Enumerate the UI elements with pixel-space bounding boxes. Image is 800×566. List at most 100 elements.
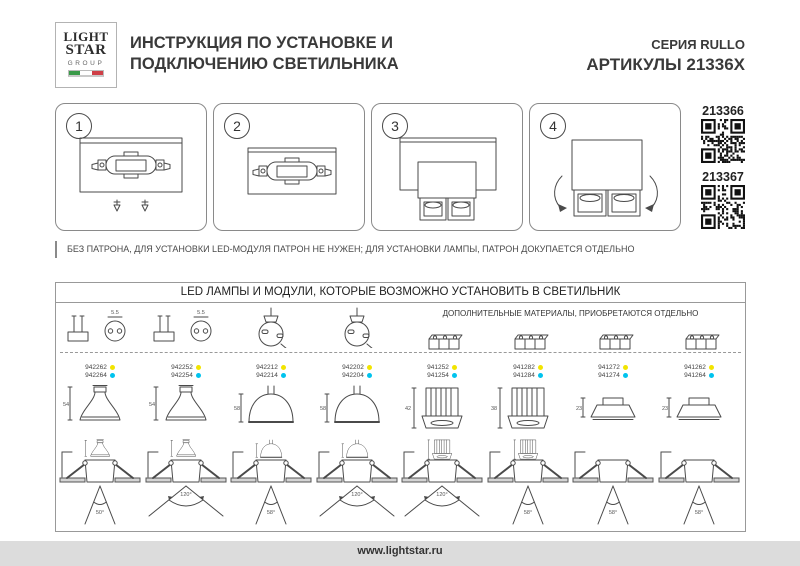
compat-column-2: 5.5 942252 942254 54 120° [144, 302, 228, 531]
compat-column-5: 941252 941254 42 120° [400, 302, 484, 531]
step-2-illustration [247, 147, 337, 195]
product-code: 942254 [171, 371, 193, 379]
svg-text:23: 23 [662, 406, 668, 412]
step-box-1: 1 [55, 103, 207, 231]
install-diagram: 58° [572, 451, 654, 525]
disc-socket-diagram [344, 307, 374, 348]
warm-color-dot [708, 364, 714, 370]
svg-text:58°: 58° [267, 510, 275, 516]
logo-text: GROUP [67, 60, 105, 67]
footer-bar: www.lightstar.ru [0, 541, 800, 566]
italian-flag-icon [68, 70, 104, 77]
footer-url: www.lightstar.ru [357, 545, 443, 557]
install-diagram: 58° [230, 439, 312, 525]
install-diagram: 58° [658, 451, 740, 525]
terminal-block-icon [514, 334, 549, 350]
product-code: 941274 [598, 371, 620, 379]
step-1-illustration [79, 137, 183, 212]
svg-text:38: 38 [491, 406, 497, 412]
step-number: 2 [224, 113, 250, 139]
product-code: 941262 [684, 363, 706, 371]
warm-color-dot [537, 364, 543, 370]
cool-color-dot [622, 372, 628, 378]
product-codes: 942252 942254 [144, 363, 228, 379]
product-codes: 941282 941284 [486, 363, 570, 379]
gu10-lamp-diagram: 54 [63, 385, 121, 421]
disc-socket-diagram [258, 307, 288, 348]
compatibility-title: LED ЛАМПЫ И МОДУЛИ, КОТОРЫЕ ВОЗМОЖНО УСТ… [56, 283, 745, 303]
led-module-diagram: 38 [491, 387, 549, 429]
svg-text:50°: 50° [96, 510, 104, 516]
product-codes: 942212 942214 [229, 363, 313, 379]
qr-label: 213367 [702, 170, 744, 184]
svg-text:58°: 58° [695, 510, 703, 516]
gu10-socket-diagram: 5.5 [67, 310, 126, 342]
product-code: 942204 [342, 371, 364, 379]
mr16-lamp-diagram: 58 [234, 385, 294, 423]
step-box-3: 3 [371, 103, 523, 231]
cool-color-dot [366, 372, 372, 378]
logo-text: STAR [65, 42, 107, 58]
warm-color-dot [109, 364, 115, 370]
accessories-note: ДОПОЛНИТЕЛЬНЫЕ МАТЕРИАЛЫ, ПРИОБРЕТАЮТСЯ … [442, 309, 699, 318]
install-diagram: 58° [487, 439, 569, 525]
led-module-diagram: 42 [405, 387, 463, 429]
terminal-block-icon [599, 334, 634, 350]
cool-color-dot [109, 372, 115, 378]
product-code: 941284 [513, 371, 535, 379]
compat-column-6: 941282 941284 38 58° [486, 302, 570, 531]
step-box-2: 2 [213, 103, 365, 231]
product-codes: 941252 941254 [400, 363, 484, 379]
product-code: 942252 [171, 363, 193, 371]
svg-text:120°: 120° [180, 492, 191, 498]
svg-text:58: 58 [234, 406, 240, 412]
compat-column-7: 941272 941274 23 58° [571, 302, 655, 531]
product-codes: 942262 942264 [58, 363, 142, 379]
svg-text:58°: 58° [609, 510, 617, 516]
articles-label: АРТИКУЛЫ 21336X [586, 55, 745, 74]
step-3-illustration [399, 137, 497, 221]
header-right: СЕРИЯ RULLO АРТИКУЛЫ 21336X [586, 37, 745, 75]
terminal-block-icon [428, 334, 463, 350]
page-title-line2: ПОДКЛЮЧЕНИЮ СВЕТИЛЬНИКА [130, 55, 399, 73]
install-diagram: 50° [59, 439, 141, 525]
led-module-diagram: 23 [662, 397, 722, 420]
compat-column-3: 942212 942214 58 58° [229, 302, 313, 531]
install-diagram: 120° [401, 439, 483, 517]
lightstar-logo: LIGHT STAR GROUP [55, 22, 117, 88]
svg-text:58: 58 [320, 406, 326, 412]
gu10-socket-diagram: 5.5 [153, 310, 212, 342]
cool-color-dot [195, 372, 201, 378]
cool-color-dot [537, 372, 543, 378]
logo-text: LIGHT [63, 29, 109, 44]
step-number: 3 [382, 113, 408, 139]
svg-text:23: 23 [576, 406, 582, 412]
compat-column-8: 941262 941264 23 58° [657, 302, 741, 531]
qr-label: 213366 [702, 104, 744, 118]
warm-color-dot [280, 364, 286, 370]
cool-color-dot [708, 372, 714, 378]
product-code: 942202 [342, 363, 364, 371]
gu10-lamp-diagram: 54 [149, 385, 207, 421]
compat-column-4: 942202 942204 58 120° [315, 302, 399, 531]
page-title-line1: ИНСТРУКЦИЯ ПО УСТАНОВКЕ И [130, 34, 394, 52]
install-diagram: 120° [145, 439, 227, 517]
warm-color-dot [195, 364, 201, 370]
compat-column-1: 5.5 942262 942264 54 50° [58, 302, 142, 531]
svg-text:5.5: 5.5 [197, 310, 205, 316]
terminal-block-icon [685, 334, 720, 350]
compatibility-section: LED ЛАМПЫ И МОДУЛИ, КОТОРЫЕ ВОЗМОЖНО УСТ… [55, 282, 746, 532]
led-module-diagram: 23 [576, 397, 636, 420]
svg-text:5.5: 5.5 [111, 310, 119, 316]
step-box-4: 4 [529, 103, 681, 231]
dashed-divider [60, 352, 741, 353]
install-diagram: 120° [316, 439, 398, 517]
warm-color-dot [366, 364, 372, 370]
note-text: БЕЗ ПАТРОНА, ДЛЯ УСТАНОВКИ LED-МОДУЛЯ ПА… [55, 241, 727, 258]
warm-color-dot [622, 364, 628, 370]
page-title: ИНСТРУКЦИЯ ПО УСТАНОВКЕ И ПОДКЛЮЧЕНИЮ СВ… [130, 33, 399, 75]
svg-text:58°: 58° [524, 510, 532, 516]
mr16-lamp-diagram: 58 [320, 385, 380, 423]
svg-text:54: 54 [149, 402, 155, 408]
step-number: 1 [66, 113, 92, 139]
